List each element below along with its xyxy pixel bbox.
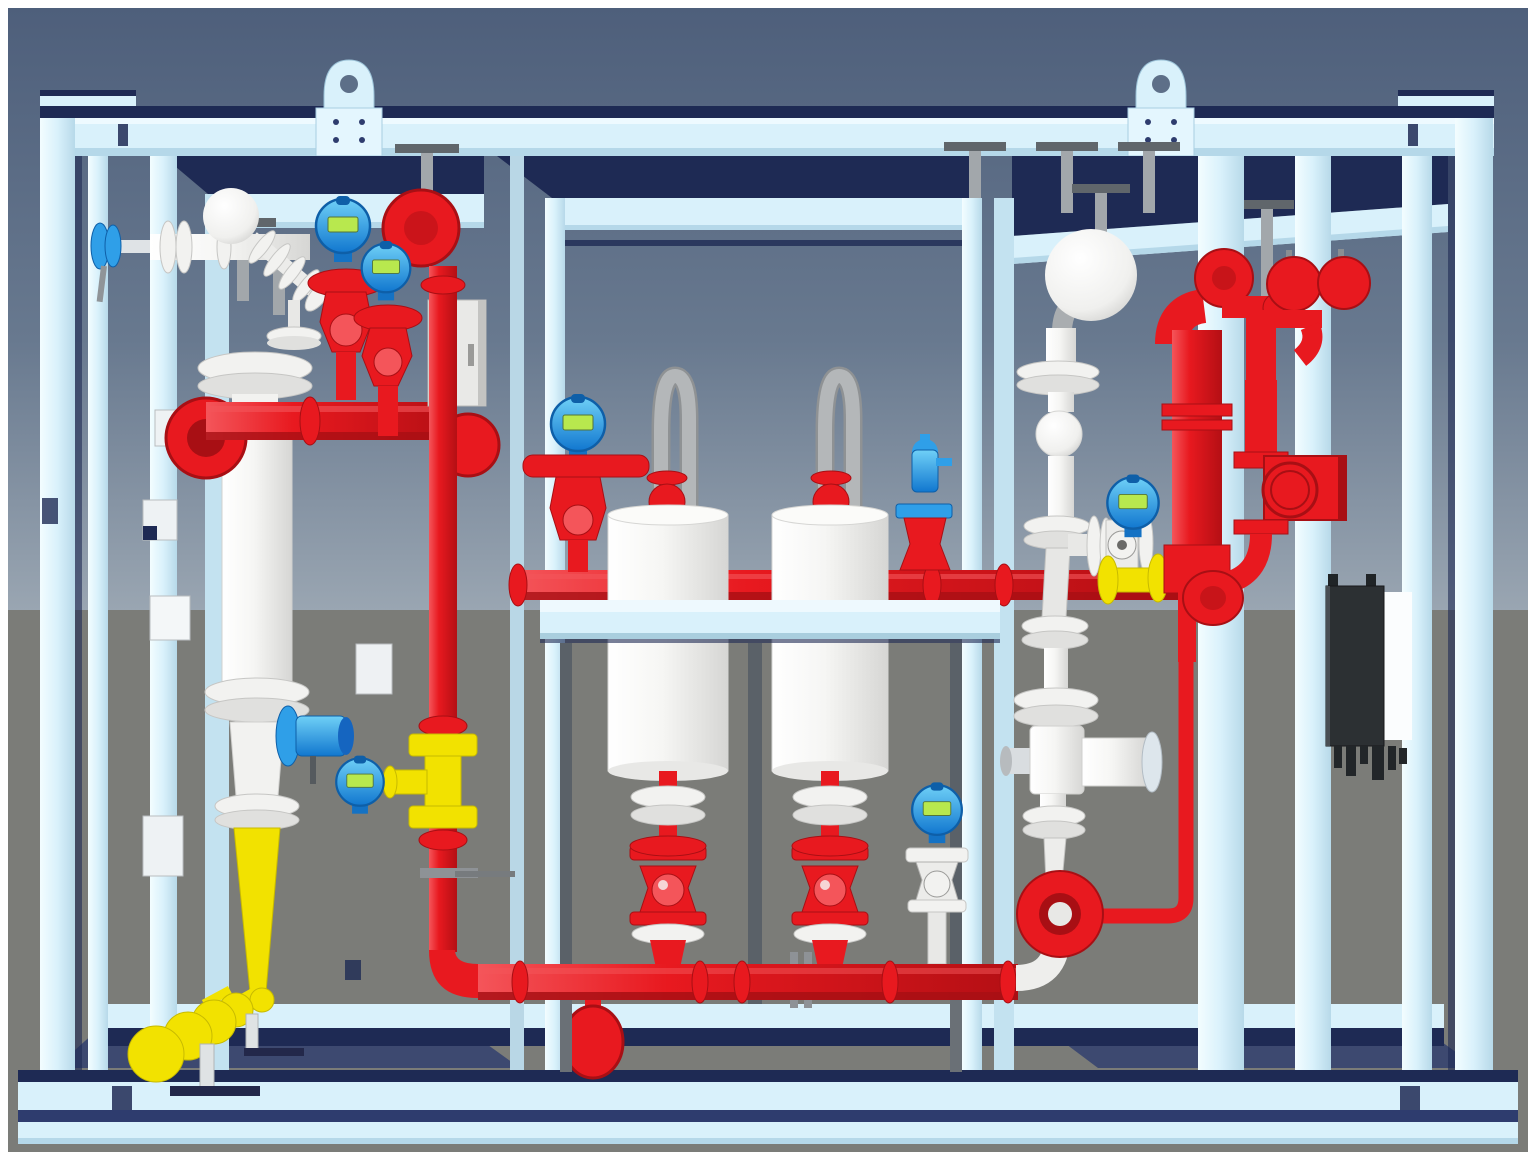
- bracket-mark: [42, 498, 58, 524]
- insulated-white-line: [1000, 229, 1163, 991]
- bracket-tab: [142, 815, 184, 877]
- blue-side-valve: [275, 705, 354, 784]
- red-blind-flange-disc: [381, 188, 461, 268]
- drain-pedestal: [288, 300, 300, 330]
- bracket-mark: [345, 960, 361, 980]
- red-isolation-valve-1: [629, 771, 707, 968]
- red-riser-network: [1155, 248, 1371, 662]
- center-bay: [478, 366, 1181, 1080]
- deck-shadow: [88, 1028, 1444, 1046]
- red-blind-disc: [1266, 256, 1322, 312]
- cable-glands: [1334, 746, 1407, 780]
- left-bay: [90, 188, 515, 1096]
- right-bay: [1000, 229, 1412, 991]
- red-riser-left: [335, 266, 515, 998]
- red-prv-cluster: [307, 188, 487, 436]
- bracket-mark: [143, 526, 157, 540]
- shelf-leg: [560, 643, 572, 1004]
- insulation-sphere-cap: [203, 188, 259, 244]
- red-supply-header: [164, 396, 457, 480]
- white-tee-with-blind-branch: [1029, 725, 1085, 795]
- red-bottom-manifold: [478, 952, 1018, 1080]
- red-prv-2: [353, 304, 423, 332]
- red-isolation-valve-2: [791, 771, 869, 968]
- white-gauge-station: [905, 781, 969, 965]
- bracket-tab: [149, 595, 191, 641]
- yellow-spool-tee: [408, 733, 478, 757]
- pipe-support: [245, 1013, 259, 1051]
- lifting-lug-left: [315, 59, 383, 157]
- insulation-sphere-cap-2: [1045, 229, 1137, 321]
- red-control-valve: [522, 392, 650, 572]
- bracket-tab: [355, 643, 393, 695]
- red-tap-ring: [1016, 592, 1194, 958]
- red-blind-disc: [1317, 256, 1371, 310]
- gray-goosenecks: [651, 366, 863, 522]
- manifold-support: [950, 1000, 962, 1072]
- blue-level-probe: [895, 434, 953, 571]
- junction-box: [1325, 574, 1412, 780]
- base-rails: [18, 1070, 1518, 1144]
- yellow-drain-assembly: [127, 827, 304, 1096]
- pipe-support: [199, 1043, 215, 1089]
- pipe-clamp: [420, 868, 478, 878]
- manifold-support: [560, 1000, 572, 1072]
- flow-meter-station: [1068, 473, 1169, 605]
- shelf-leg: [748, 643, 762, 1004]
